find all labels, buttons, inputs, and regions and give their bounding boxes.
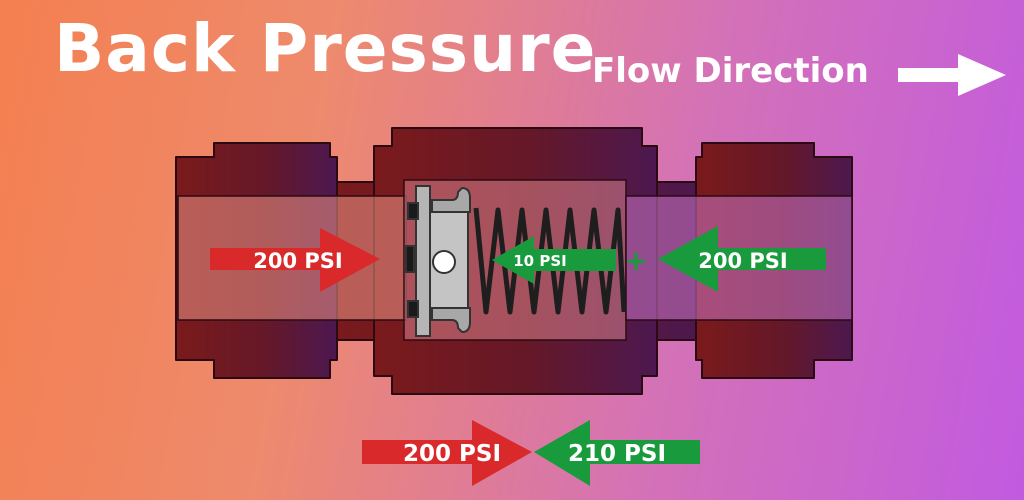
spring-pressure-label: 10 PSI [513,252,566,270]
poppet-pin [432,250,456,274]
forward-total-arrow: 200 PSI [362,420,532,486]
inlet-pressure-arrow: 200 PSI [210,228,380,292]
inlet-pressure-label: 200 PSI [253,249,342,273]
plus-sign: + [624,244,647,277]
outlet-pressure-label: 200 PSI [698,249,787,273]
flow-direction-label: Flow Direction [592,51,869,91]
valve-poppet [405,185,471,337]
flow-direction-arrow-icon [898,54,1006,96]
spring-force-arrow: 10 PSI [492,236,616,284]
reverse-total-arrow: 210 PSI [534,420,700,486]
diagram-title: Back Pressure [54,10,597,87]
outlet-pressure-arrow: 200 PSI [658,226,826,292]
reverse-pressure-label: 210 PSI [568,441,666,467]
forward-pressure-label: 200 PSI [403,441,501,467]
